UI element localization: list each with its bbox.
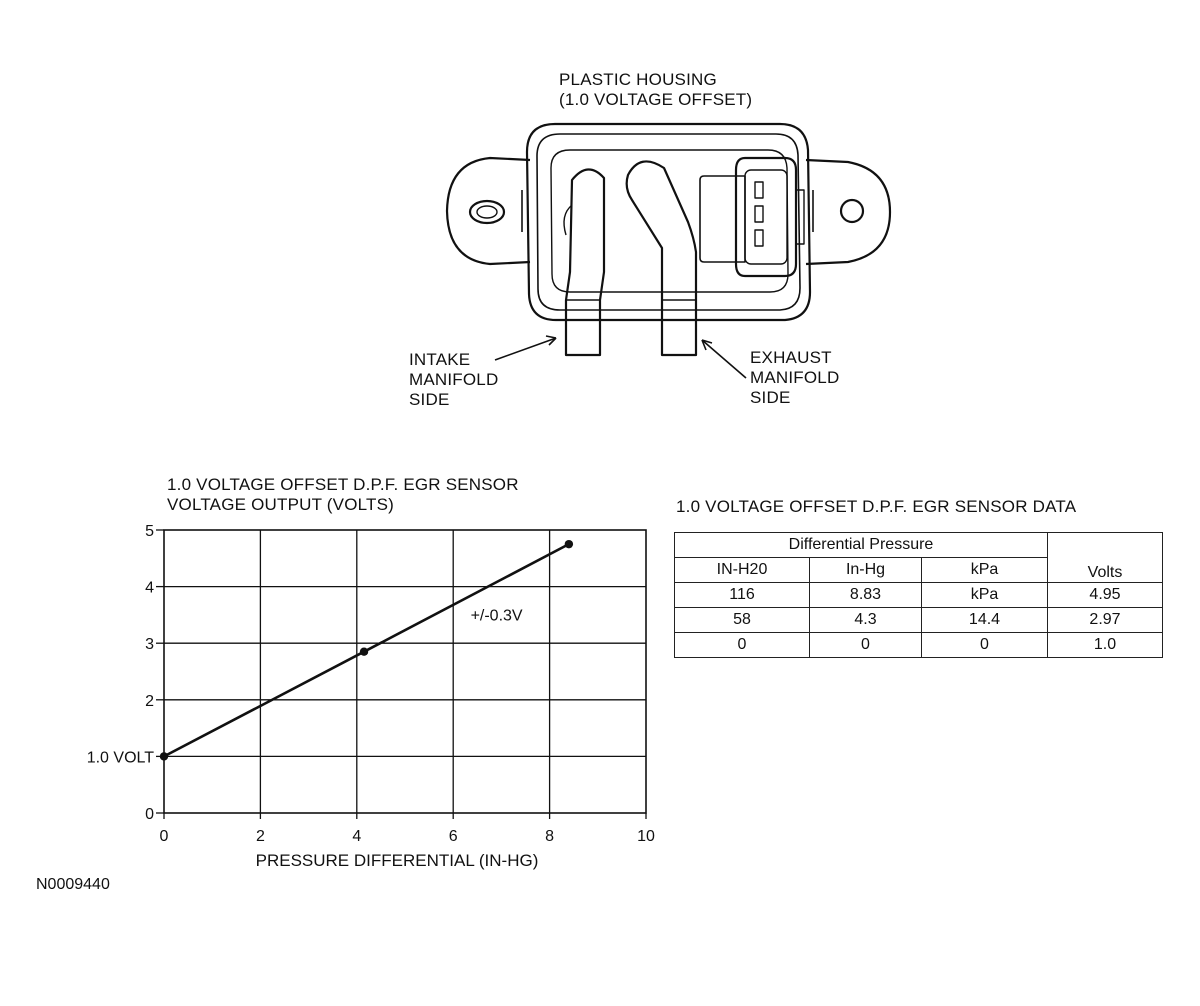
table-cell: 4.95 (1047, 582, 1163, 608)
exhaust-label-line2: MANIFOLD (750, 368, 840, 387)
table-cell: 116 (674, 582, 810, 608)
housing-title-line2: (1.0 VOLTAGE OFFSET) (559, 90, 753, 109)
column-header-kpa: kPa (921, 557, 1048, 583)
exhaust-leader-line (701, 339, 747, 379)
plot-frame (163, 529, 647, 814)
table-title: 1.0 VOLTAGE OFFSET D.P.F. EGR SENSOR DAT… (676, 497, 1077, 516)
differential-pressure-header: Differential Pressure (674, 532, 1048, 558)
table-cell: 14.4 (921, 607, 1048, 633)
right-mounting-ear (805, 158, 892, 266)
y-tick-label: 5 (145, 523, 154, 540)
data-point (159, 752, 169, 761)
y-tick-label: 0 (145, 806, 154, 823)
table-cell: kPa (921, 582, 1048, 608)
sensor-data-table: Differential Pressure Volts IN-H20 In-Hg… (674, 532, 1163, 658)
data-point (359, 647, 369, 656)
intake-label-line1: INTAKE (409, 350, 471, 369)
table-cell: 1.0 (1047, 632, 1163, 658)
table-cell: 8.83 (809, 582, 922, 608)
intake-leader-line (494, 337, 557, 361)
table-row: 116 8.83 kPa 4.95 (674, 582, 1163, 608)
intake-port-tube (564, 168, 606, 357)
y-tick-label: 4 (145, 580, 154, 597)
table-cell: 4.3 (809, 607, 922, 633)
intake-label-line2: MANIFOLD (409, 370, 499, 389)
table-row: 58 4.3 14.4 2.97 (674, 607, 1163, 633)
exhaust-label-line3: SIDE (750, 388, 791, 407)
column-header-in-h20: IN-H20 (674, 557, 810, 583)
right-mounting-hole (839, 198, 865, 224)
x-axis-label: PRESSURE DIFFERENTIAL (IN-HG) (256, 851, 539, 870)
table-cell: 0 (674, 632, 810, 658)
left-mounting-slot (468, 199, 506, 225)
electrical-connector (734, 156, 798, 278)
table-cell: 58 (674, 607, 810, 633)
x-tick-label: 8 (545, 828, 554, 845)
table-cell: 2.97 (1047, 607, 1163, 633)
tolerance-annotation: +/-0.3V (471, 608, 523, 625)
connector-recess (699, 175, 746, 263)
table-cell: 0 (809, 632, 922, 658)
housing-inner-rim (536, 133, 801, 311)
column-header-in-hg: In-Hg (809, 557, 922, 583)
intake-label: INTAKE MANIFOLD SIDE (409, 350, 498, 410)
table-column-header-row: IN-H20 In-Hg kPa (674, 557, 1163, 583)
y-tick-label: 1.0 VOLT (87, 749, 155, 766)
housing-title-line1: PLASTIC HOUSING (559, 70, 717, 89)
exhaust-label-line1: EXHAUST (750, 348, 832, 367)
chart-title-line1: 1.0 VOLTAGE OFFSET D.P.F. EGR SENSOR (167, 475, 519, 494)
y-tick-label: 3 (145, 636, 154, 653)
x-tick-label: 6 (449, 828, 458, 845)
column-header-volts: Volts (1047, 532, 1163, 583)
figure-id: N0009440 (36, 876, 110, 893)
chart-title-line2: VOLTAGE OUTPUT (VOLTS) (167, 495, 395, 514)
intake-label-line3: SIDE (409, 390, 450, 409)
exhaust-label: EXHAUST MANIFOLD SIDE (750, 348, 839, 408)
x-tick-label: 4 (352, 828, 361, 845)
table-group-header-row: Differential Pressure Volts (674, 532, 1163, 583)
table-row: 0 0 0 1.0 (674, 632, 1163, 658)
left-mounting-ear (445, 156, 531, 266)
x-tick-label: 10 (637, 828, 655, 845)
data-point (564, 539, 574, 549)
x-tick-label: 0 (160, 828, 169, 845)
y-tick-label: 2 (145, 693, 154, 710)
table-cell: 0 (921, 632, 1048, 658)
housing-outer-shell (525, 122, 812, 322)
x-tick-label: 2 (256, 828, 265, 845)
exhaust-port-tube (625, 160, 698, 357)
